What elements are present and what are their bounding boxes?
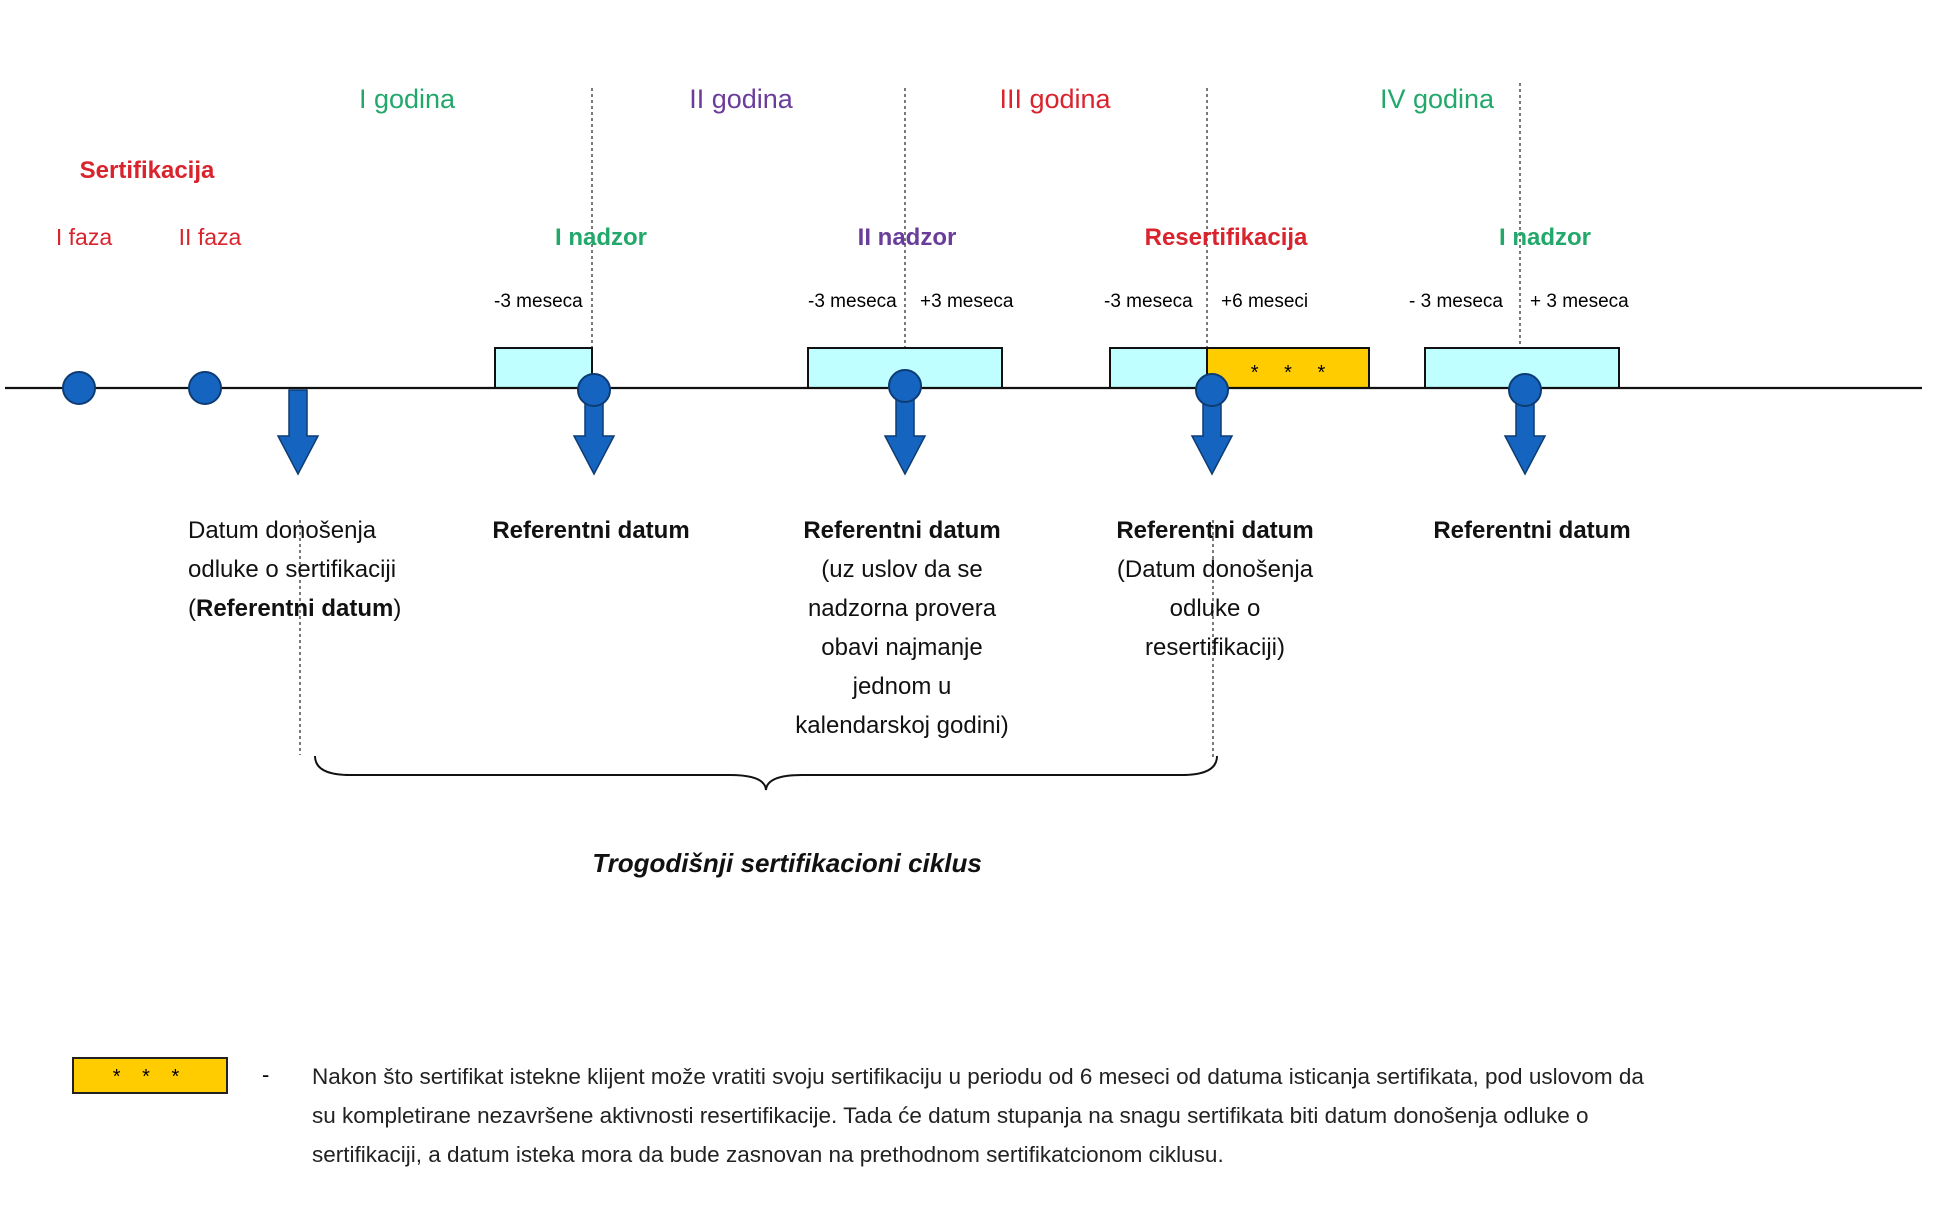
- ref-label-2: Referentni datum (uz uslov da se nadzorn…: [795, 511, 1008, 745]
- offset-minus-4: - 3 meseca: [1409, 291, 1503, 312]
- extension-symbol: * * *: [1250, 362, 1336, 384]
- marker-checkpoint-2: [888, 369, 922, 403]
- ref-3-line-2: odluke o: [1169, 595, 1261, 622]
- marker-checkpoint-1: [577, 373, 611, 407]
- marker-phase-2: [188, 371, 222, 405]
- year-label-2: II godina: [689, 84, 793, 114]
- offset-plus-2: +3 meseca: [920, 291, 1014, 312]
- offset-minus-1: -3 meseca: [494, 291, 583, 312]
- ref-label-1: Referentni datum: [492, 511, 689, 550]
- ref-2-line-2: nadzorna provera: [807, 595, 997, 622]
- checkpoint-heading-2: II nadzor: [857, 224, 957, 251]
- extension-box: [1206, 347, 1370, 389]
- ref-2-line-1: (uz uslov da se: [821, 556, 983, 583]
- decision-paren-close: ): [393, 595, 402, 622]
- year-label-3: III godina: [999, 84, 1111, 114]
- year-label-4: IV godina: [1379, 84, 1495, 114]
- ref-4-title: Referentni datum: [1433, 517, 1631, 544]
- marker-checkpoint-3: [1195, 373, 1229, 407]
- decision-ref-date: Referentni datum: [196, 595, 394, 622]
- offset-minus-3: -3 meseca: [1104, 291, 1193, 312]
- ref-label-3: Referentni datum (Datum donošenja odluke…: [1116, 511, 1313, 667]
- ref-label-4: Referentni datum: [1433, 511, 1630, 550]
- decision-label: Datum donošenja odluke o sertifikaciji (…: [188, 511, 401, 628]
- legend-line-1: Nakon što sertifikat istekne klijent mož…: [312, 1064, 1644, 1089]
- window-box-3: [1109, 347, 1208, 389]
- ref-1-title: Referentni datum: [492, 517, 690, 544]
- legend-line-2: su kompletirane nezavršene aktivnosti re…: [312, 1103, 1589, 1128]
- legend-text: Nakon što sertifikat istekne klijent mož…: [312, 1057, 1872, 1174]
- decision-line-2: odluke o sertifikaciji: [188, 556, 397, 583]
- legend-symbol-box: * * *: [72, 1057, 228, 1094]
- ref-3-title: Referentni datum: [1116, 517, 1314, 544]
- decision-paren-open: (: [188, 595, 196, 622]
- cycle-brace: [314, 755, 1218, 791]
- ref-2-line-3: obavi najmanje: [821, 634, 983, 661]
- phase-2-label: II faza: [178, 224, 242, 250]
- arrow-decision: [276, 389, 320, 476]
- ref-2-title: Referentni datum: [803, 517, 1001, 544]
- checkpoint-heading-4: I nadzor: [1498, 224, 1592, 251]
- legend-line-3: sertifikaciji, a datum isteka mora da bu…: [312, 1142, 1224, 1167]
- ref-3-line-3: resertifikaciji): [1144, 634, 1286, 661]
- window-box-1: [494, 347, 593, 389]
- decision-line-1: Datum donošenja: [188, 517, 377, 544]
- ref-2-line-4: jednom u: [852, 673, 952, 700]
- checkpoint-heading-3: Resertifikacija: [1144, 224, 1308, 251]
- decision-line-3: (Referentni datum): [188, 589, 401, 628]
- phase-1-label: I faza: [55, 224, 113, 250]
- offset-plus-3: +6 meseci: [1221, 291, 1309, 312]
- marker-checkpoint-4: [1508, 373, 1542, 407]
- ref-3-line-1: (Datum donošenja: [1116, 556, 1314, 583]
- checkpoint-heading-1: I nadzor: [554, 224, 648, 251]
- year-label-1: I godina: [358, 84, 456, 114]
- offset-minus-2: -3 meseca: [808, 291, 897, 312]
- cycle-label: Trogodišnji sertifikacioni ciklus: [592, 848, 982, 878]
- ref-2-line-5: kalendarskoj godini): [795, 712, 1009, 739]
- marker-phase-1: [62, 371, 96, 405]
- offset-plus-4: + 3 meseca: [1530, 291, 1629, 312]
- certification-title: Sertifikacija: [79, 157, 215, 184]
- legend-dash: -: [262, 1062, 270, 1087]
